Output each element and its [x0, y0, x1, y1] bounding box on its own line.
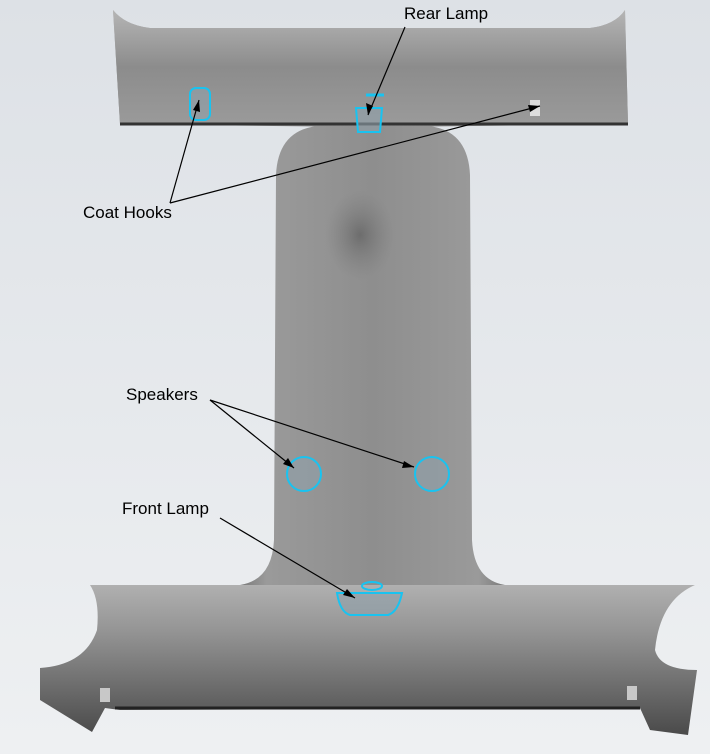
label-speakers: Speakers [126, 385, 198, 404]
coat-hook-left [189, 87, 211, 121]
label-coat-hooks: Coat Hooks [83, 203, 172, 222]
rear-lamp [354, 107, 384, 133]
label-rear-lamp: Rear Lamp [404, 4, 489, 23]
speaker-right [414, 456, 450, 492]
front-lamp [335, 592, 404, 616]
label-front-lamp: Front Lamp [122, 499, 209, 518]
front-header-section [40, 585, 697, 735]
leader-lines [169, 26, 541, 599]
speaker-left [286, 456, 322, 492]
